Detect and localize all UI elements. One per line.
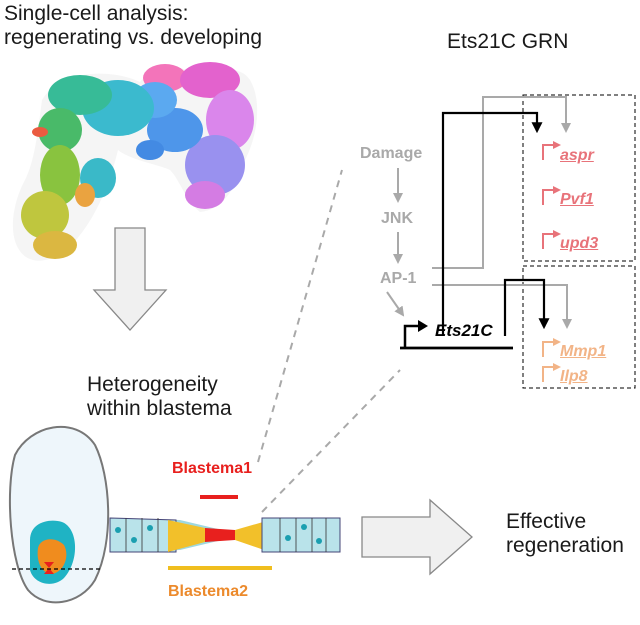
title-left-line1: Single-cell analysis: [4, 2, 189, 25]
outcome-line1: Effective [506, 510, 587, 533]
target-gene-ilp8: Ilp8 [560, 368, 588, 385]
blastema2-label: Blastema2 [168, 583, 249, 600]
umap-plot [12, 62, 258, 261]
title-left: Single-cell analysis: regenerating vs. d… [4, 2, 262, 50]
ets21c-gene-label: Ets21C [435, 321, 493, 340]
outcome-label: Effective regeneration [506, 510, 624, 558]
heterogeneity-label: Heterogeneity within blastema [87, 373, 232, 421]
target-gene-pvf1: Pvf1 [560, 191, 594, 208]
target-gene-upd3: upd3 [560, 235, 599, 252]
target-box-1 [522, 94, 636, 262]
heterogeneity-line1: Heterogeneity [87, 373, 218, 396]
pathway-jnk: JNK [381, 210, 414, 227]
ets21c-promoter [400, 320, 513, 350]
pathway-ap1: AP-1 [380, 270, 417, 287]
target-gene-aspr: aspr [560, 147, 594, 164]
pathway-damage: Damage [360, 145, 423, 162]
blastema-cross-section [109, 495, 341, 570]
wing-disc [8, 426, 110, 604]
target-box-2 [522, 265, 636, 389]
heterogeneity-line2: within blastema [87, 397, 232, 421]
down-arrow [92, 227, 168, 331]
right-arrow [361, 498, 473, 576]
zoom-lines [257, 169, 401, 513]
title-left-line2: regenerating vs. developing [4, 26, 263, 50]
title-right: Ets21C GRN [447, 30, 569, 53]
blastema1-label: Blastema1 [172, 460, 253, 477]
outcome-line2: regeneration [506, 534, 624, 558]
target-gene-mmp1: Mmp1 [560, 343, 607, 360]
